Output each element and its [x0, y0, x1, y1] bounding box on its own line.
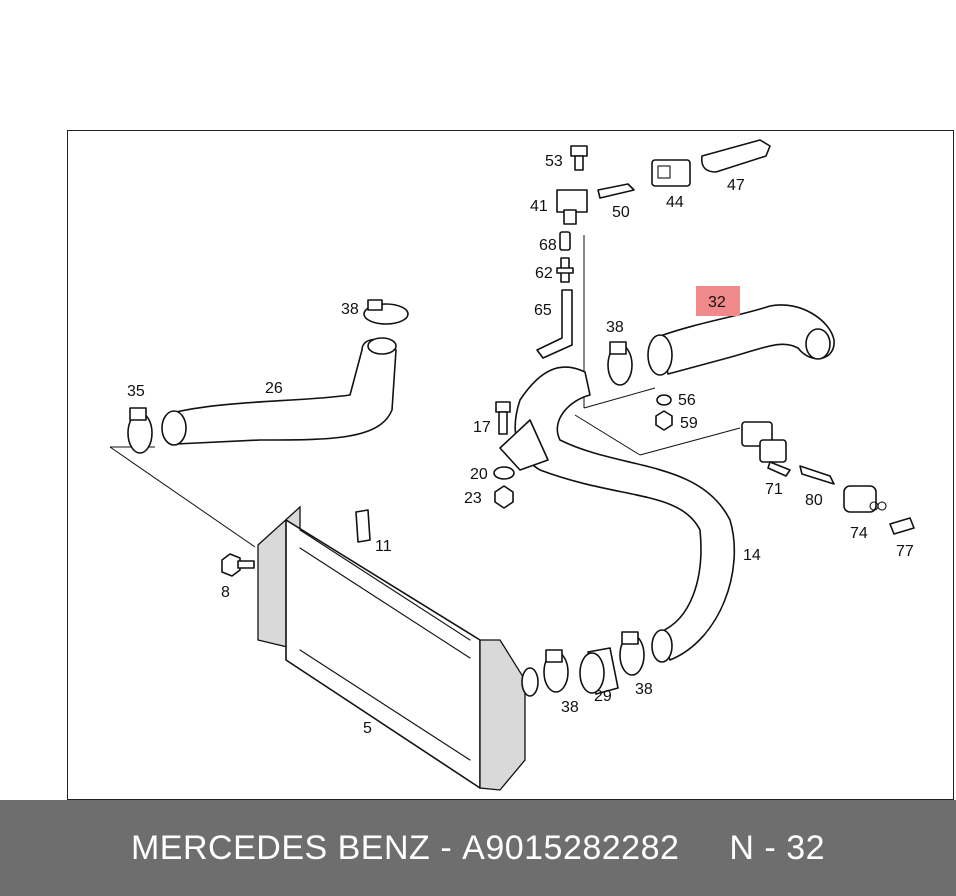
part-71-sensor [741, 421, 791, 477]
label-38-lower-right: 38 [635, 681, 653, 698]
leader-lines [109, 235, 741, 548]
footer-position-label: N - 32 [729, 828, 826, 867]
highlight-box [696, 286, 740, 316]
part-23-nut [494, 485, 514, 509]
part-80-pin [799, 465, 835, 485]
footer-part-number: A9015282282 [462, 828, 680, 867]
label-41: 41 [530, 198, 548, 215]
label-56: 56 [678, 392, 696, 409]
label-38-upper-left: 38 [341, 301, 359, 318]
label-32: 32 [708, 294, 726, 311]
label-17: 17 [473, 419, 491, 436]
part-20-washer [493, 466, 515, 480]
part-47-boot [700, 139, 771, 173]
part-5-intercooler [257, 505, 539, 791]
part-26-hose-end [367, 337, 397, 355]
label-8: 8 [221, 584, 230, 601]
part-68-sleeve [559, 231, 571, 251]
label-62: 62 [535, 265, 553, 282]
label-20: 20 [470, 466, 488, 483]
label-29: 29 [594, 688, 612, 705]
part-35-clamp [127, 407, 153, 454]
hose-bracket [499, 419, 549, 471]
part-62-fitting [556, 257, 574, 283]
part-14-hose [514, 366, 736, 661]
part-77-plug [889, 517, 915, 535]
label-74: 74 [850, 525, 868, 542]
part-56-washer [656, 394, 672, 406]
label-14: 14 [743, 547, 761, 564]
part-38-clamp-upper-left [363, 299, 409, 325]
part-32-hose-outlet [805, 328, 831, 360]
part-8-bolt [221, 553, 255, 577]
label-35: 35 [127, 383, 145, 400]
part-26-hose [175, 338, 397, 445]
label-5: 5 [363, 720, 372, 737]
part-53-bolt [570, 145, 588, 171]
part-17-bolt [495, 401, 511, 435]
part-65-hose [536, 289, 573, 359]
parts-diagram: 53 41 50 44 47 68 62 65 38 32 38 56 59 3… [109, 139, 915, 791]
part-41-sensor [556, 189, 588, 225]
label-68: 68 [539, 237, 557, 254]
part-26-hose-end-lower [161, 410, 187, 446]
label-23: 23 [464, 490, 482, 507]
part-74-connector [843, 485, 887, 513]
label-65: 65 [534, 302, 552, 319]
label-77: 77 [896, 543, 914, 560]
label-38-upper-right: 38 [606, 319, 624, 336]
footer-brand: MERCEDES BENZ [130, 828, 431, 867]
part-38-clamp-upper-right [607, 341, 633, 386]
label-47: 47 [727, 177, 745, 194]
label-50: 50 [612, 204, 630, 221]
part-38-clamp-lower-left [543, 649, 569, 693]
part-59-nut [655, 410, 673, 431]
label-71: 71 [765, 481, 783, 498]
label-26: 26 [265, 380, 283, 397]
part-38-clamp-lower-right [619, 631, 645, 676]
label-44: 44 [666, 194, 684, 211]
part-44-connector [651, 159, 691, 187]
part-50-clip [597, 183, 635, 199]
part-labels: 53 41 50 44 47 68 62 65 38 32 38 56 59 3… [127, 153, 914, 737]
part-11-clip [355, 509, 371, 543]
part-32-hose-end [647, 334, 673, 376]
label-53: 53 [545, 153, 563, 170]
part-14-hose-end [651, 629, 673, 663]
footer-caption: MERCEDES BENZ - A9015282282 N - 32 [0, 800, 956, 896]
footer-separator: - [440, 828, 453, 867]
label-59: 59 [680, 415, 698, 432]
label-38-lower-left: 38 [561, 699, 579, 716]
label-80: 80 [805, 492, 823, 509]
label-11: 11 [375, 538, 392, 555]
part-29-coupler [579, 647, 619, 695]
